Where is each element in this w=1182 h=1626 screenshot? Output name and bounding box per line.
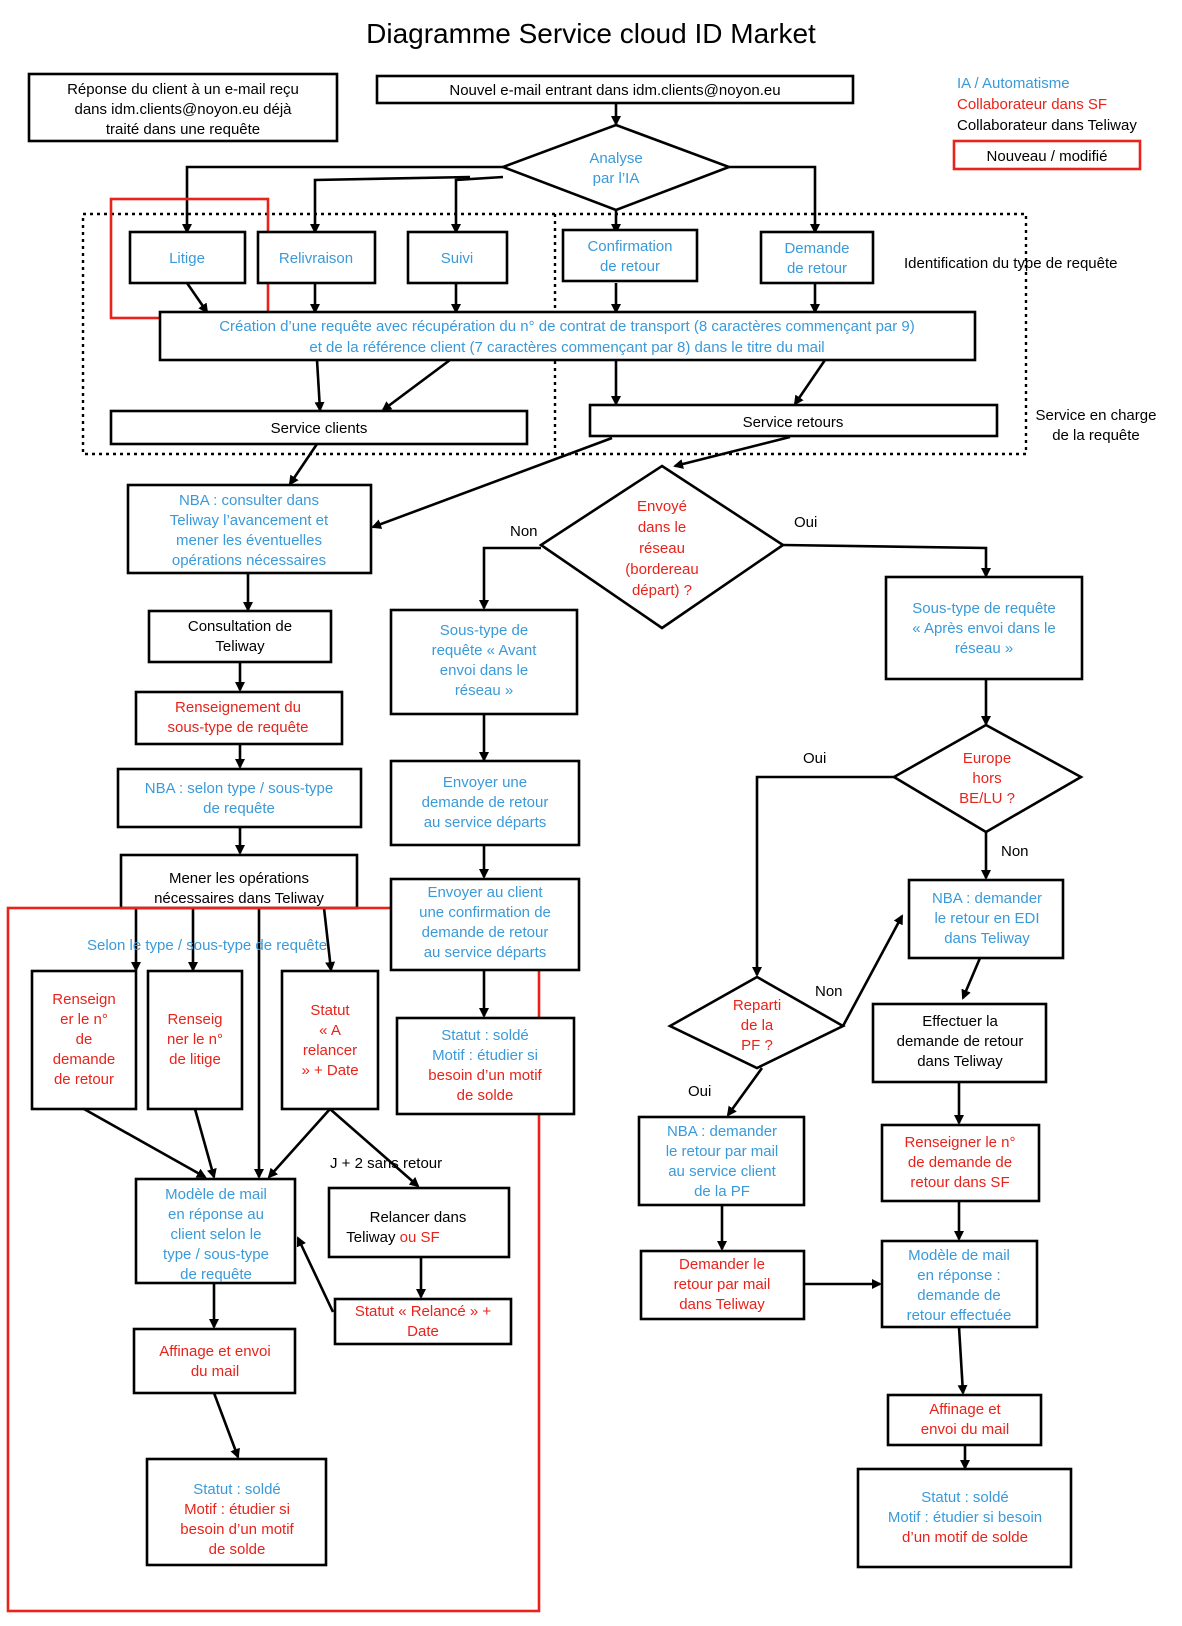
statut-relance-node: Statut « Relancé » +Date — [333, 1297, 513, 1346]
legend-new-box — [952, 139, 1142, 171]
label-non-europe: Non — [1001, 843, 1029, 860]
service-retours-node: Service retours — [588, 403, 999, 438]
diagram-title: Diagramme Service cloud ID Market — [366, 18, 816, 49]
service-clients-node: Service clients — [109, 409, 529, 446]
soustype-apres-node: Sous-type de requête« Après envoi dans l… — [884, 575, 1084, 681]
svg-text:Sous-type de requête« Après en: Sous-type de requête« Après envoi dans l… — [912, 600, 1055, 657]
creation-node: Création d’une requête avec récupération… — [158, 310, 977, 362]
litige-node: Litige — [128, 230, 247, 285]
label-oui-reparti: Oui — [688, 1083, 711, 1100]
svg-text:Statut « Relancé » +Date: Statut « Relancé » +Date — [355, 1303, 492, 1340]
label-non-envoye: Non — [510, 523, 538, 540]
selon-label: Selon le type / sous-type de requête — [87, 937, 327, 954]
label-non-reparti: Non — [815, 983, 843, 1000]
suivi-node: Suivi — [406, 230, 509, 285]
legend-sf: Collaborateur dans SF — [957, 96, 1107, 113]
label-oui-europe: Oui — [803, 750, 826, 767]
identification-label: Identification du type de requête — [904, 255, 1118, 272]
svg-text:Suivi: Suivi — [441, 250, 474, 267]
svg-text:Création d’une requête avec ré: Création d’une requête avec récupération… — [219, 318, 915, 356]
svg-text:Relivraison: Relivraison — [279, 250, 353, 267]
legend-ia: IA / Automatisme — [957, 75, 1070, 92]
svg-text:Nouvel e-mail entrant dans idm: Nouvel e-mail entrant dans idm.clients@n… — [449, 82, 780, 99]
relivraison-node: Relivraison — [256, 230, 377, 285]
svg-text:Litige: Litige — [169, 250, 205, 267]
svg-text:Service retours: Service retours — [743, 414, 844, 431]
svg-text:Service clients: Service clients — [271, 420, 368, 437]
new-email-node: Nouvel e-mail entrant dans idm.clients@n… — [375, 74, 855, 105]
label-oui-envoye: Oui — [794, 514, 817, 531]
edges — [83, 104, 991, 1470]
legend-new: Nouveau / modifié — [987, 148, 1108, 165]
j2-label: J + 2 sans retour — [330, 1155, 442, 1172]
new-marker-left-section — [6, 906, 541, 1613]
svg-text:Renseigner le n°de litige: Renseigner le n°de litige — [167, 1011, 223, 1068]
legend-teliway: Collaborateur dans Teliway — [957, 117, 1137, 134]
